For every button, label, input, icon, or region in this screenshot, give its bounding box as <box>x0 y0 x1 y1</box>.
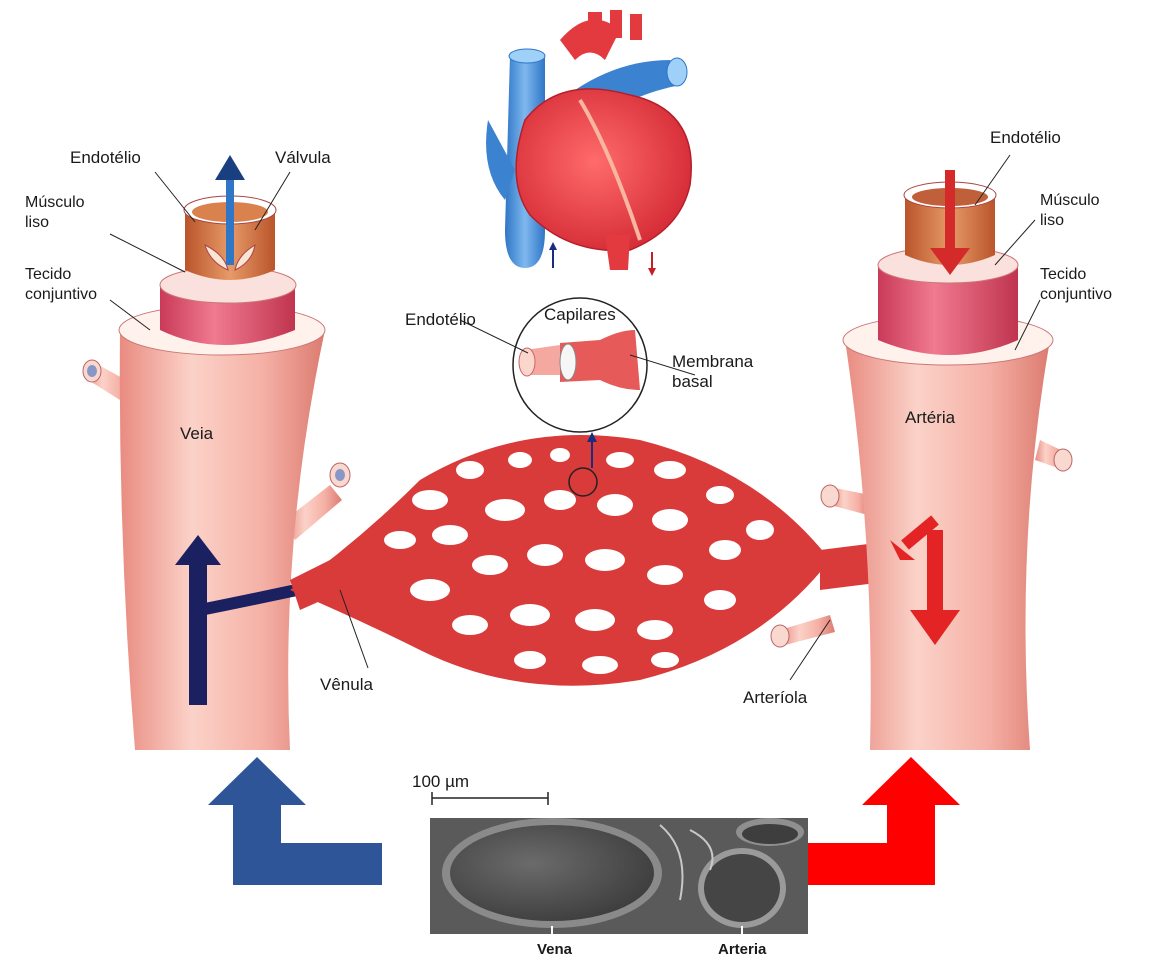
label-capilares: Capilares <box>544 305 616 325</box>
label-musculo-liso-artery: Músculo liso <box>1040 191 1100 231</box>
micrograph-image <box>430 818 808 940</box>
label-endotelio-vein: Endotélio <box>70 148 141 168</box>
label-membrana-basal: Membrana basal <box>672 352 753 392</box>
label-arteria: Artéria <box>905 408 955 428</box>
capillary-network <box>290 432 900 686</box>
label-tecido-conjuntivo-vein: Tecido conjuntivo <box>25 265 97 305</box>
label-arteria-micrograph: Arteria <box>718 940 766 960</box>
label-musculo-liso-vein: Músculo liso <box>25 193 85 233</box>
label-arteriola: Arteríola <box>743 688 807 708</box>
label-vena-micrograph: Vena <box>537 940 572 960</box>
label-endotelio-artery: Endotélio <box>990 128 1061 148</box>
artery-flow-arrow <box>789 757 960 885</box>
label-tecido-conjuntivo-artery: Tecido conjuntivo <box>1040 265 1112 305</box>
vein-illustration <box>83 155 350 750</box>
label-veia: Veia <box>180 424 213 444</box>
artery-illustration <box>771 170 1072 750</box>
label-venula: Vênula <box>320 675 373 695</box>
label-scale: 100 µm <box>412 772 469 792</box>
label-valvula: Válvula <box>275 148 331 168</box>
scale-bar <box>432 792 548 805</box>
heart-illustration <box>486 10 691 276</box>
label-endotelio-capillary: Endotélio <box>405 310 476 330</box>
vein-flow-arrow <box>208 757 382 885</box>
